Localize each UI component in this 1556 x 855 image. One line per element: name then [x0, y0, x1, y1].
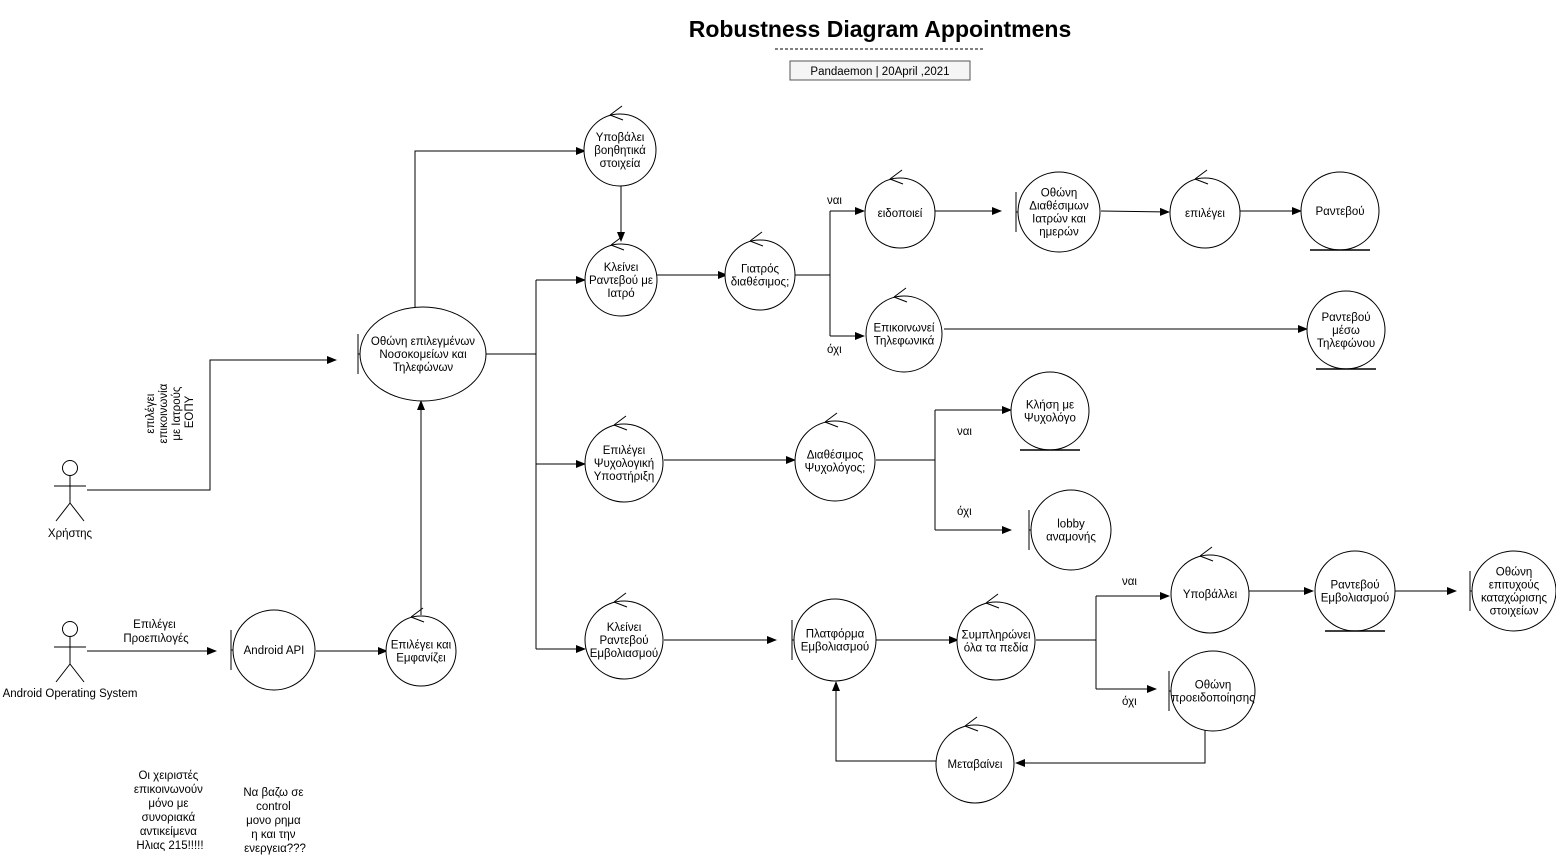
control-select: επιλέγει	[1169, 169, 1241, 249]
diagram-title: Robustness Diagram Appointmens	[689, 16, 1072, 42]
control-label: Υποβάλλει	[1183, 589, 1238, 601]
edge-doctors-select	[1100, 207, 1170, 216]
edge-user-hosp	[87, 356, 337, 491]
control-label: ειδοποιεί	[878, 208, 923, 220]
entity-label: Ραντεβού	[1315, 206, 1364, 218]
connectors	[87, 147, 1457, 767]
edge-warning-go	[1015, 730, 1206, 767]
note-control: Να βαζω σε control μονο ρημα η και την ε…	[243, 787, 306, 855]
edge-label-no-doctor: όχι	[827, 344, 842, 356]
notes: Οι χειριστές επικοινωνούν μόνο με συνορι…	[134, 770, 306, 855]
entity-appt: Ραντεβού	[1300, 171, 1380, 251]
control-notify: ειδοποιεί	[864, 169, 936, 249]
edge-labels: επιλέγει επικοινωνία με Ιατρούς ΕΟΠΥ Επι…	[123, 195, 1137, 708]
control-go: Μεταβαίνει	[935, 716, 1015, 804]
actor-android-os: Android Operating System	[3, 621, 138, 700]
edge-label-user-select: επιλέγει επικοινωνία με Ιατρούς ΕΟΠΥ	[145, 380, 196, 443]
edge-go-platform	[832, 681, 936, 762]
note-operators: Οι χειριστές επικοινωνούν μόνο με συνορι…	[134, 770, 206, 852]
control-submit: Υποβάλλει	[1170, 546, 1250, 634]
control-label: επιλέγει	[1185, 208, 1225, 220]
edge-label-yes-doctor: ναι	[827, 195, 842, 207]
edge-label-yes-vax: ναι	[1122, 576, 1137, 588]
subtitle-box	[789, 60, 971, 81]
actor-user: Χρήστης	[48, 460, 93, 540]
subtitle: Pandaemon | 20April ,2021	[810, 66, 949, 78]
edge-label-os-select: Επιλέγει Προεπιλογές	[123, 619, 189, 645]
boundary-android: Android API	[230, 609, 316, 691]
actor-label: Χρήστης	[48, 528, 93, 540]
boundary-label: Android API	[244, 645, 305, 657]
actor-label: Android Operating System	[3, 688, 138, 700]
control-label: Μεταβαίνει	[948, 759, 1003, 771]
edge-hosp-aux	[414, 147, 586, 307]
edge-label-no-vax: όχι	[1122, 696, 1137, 708]
edge-label-yes-psy: ναι	[957, 426, 972, 438]
edge-label-no-psy: όχι	[957, 506, 972, 518]
